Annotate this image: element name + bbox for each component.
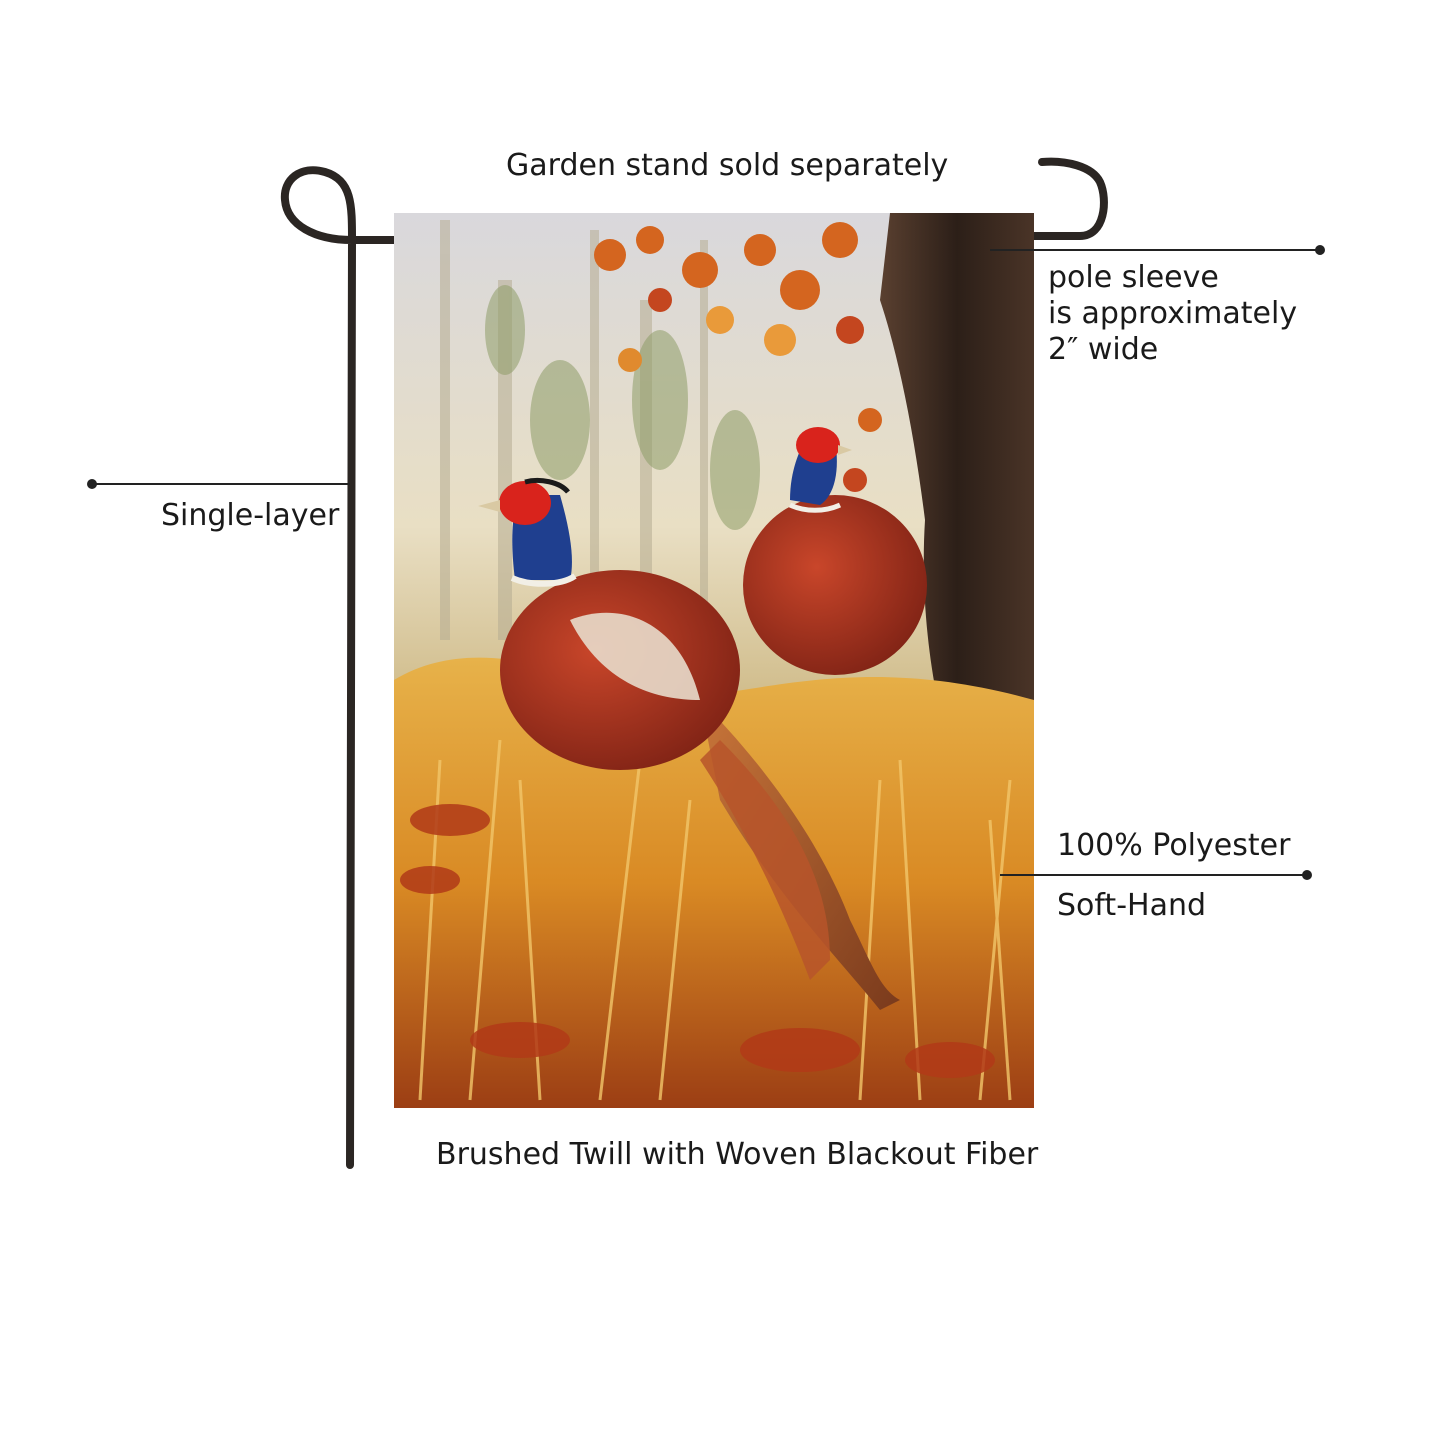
autumn-leaf-icon [594,222,882,492]
layer-callout: Single-layer [161,498,340,533]
stand-callout: Garden stand sold separately [506,148,949,183]
fallen-leaves [400,804,995,1078]
tree-trunk-icon [880,213,1034,800]
sleeve-callout-line: 2″ wide [1048,332,1159,367]
green-foliage [485,285,760,530]
garden-stand [280,157,1108,1169]
sleeve-callout-line: is approximately [1048,296,1298,331]
pheasant-icon [743,427,927,675]
material-callout: 100% Polyester [1057,828,1291,863]
sleeve-callout-line: pole sleeve [1048,260,1219,295]
callout-leaders [87,245,1325,880]
fabric-callout: Brushed Twill with Woven Blackout Fiber [436,1137,1039,1172]
flag-artwork [394,213,1034,1108]
pheasant-icon [478,477,900,1010]
hand-callout: Soft-Hand [1057,888,1207,923]
sleeve-callout: pole sleeve is approximately 2″ wide [1048,260,1297,368]
grass-strokes [418,739,1012,1101]
